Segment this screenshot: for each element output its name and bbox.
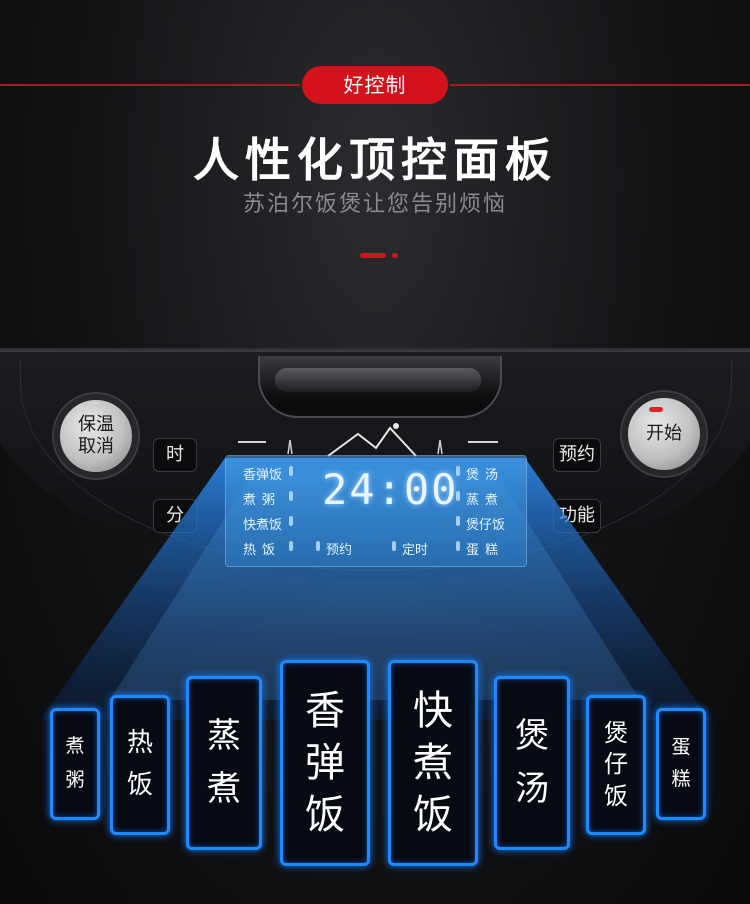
card-char: 蛋 xyxy=(671,736,691,759)
card-char: 煲 xyxy=(515,715,549,756)
mode-card-claypot-rice: 煲 仔 饭 xyxy=(586,695,646,835)
preset-button[interactable]: 预约 xyxy=(553,438,601,472)
lcd-time: 24:00 xyxy=(322,465,459,514)
minute-button[interactable]: 分 xyxy=(153,499,197,533)
mode-card-reheat: 热 饭 xyxy=(110,695,170,835)
lcd-preset-label: 预约 xyxy=(326,543,353,558)
lcd-indicator xyxy=(456,516,460,526)
page-subtitle: 苏泊尔饭煲让您告别烦恼 xyxy=(242,192,507,217)
lcd-mode-right-1: 煲汤 xyxy=(466,468,505,483)
lcd-indicator xyxy=(456,466,460,476)
header-rule-right xyxy=(450,84,750,86)
lcd-indicator xyxy=(289,541,293,551)
mountain-decoration-icon xyxy=(238,423,498,457)
page-title: 人性化顶控面板 xyxy=(193,133,557,187)
card-char: 粥 xyxy=(65,769,85,791)
mode-card-quick-rice: 快 煮 饭 xyxy=(388,660,478,866)
mode-card-steam: 蒸 煮 xyxy=(186,676,262,850)
accent-dot xyxy=(392,253,398,258)
start-label: 开始 xyxy=(646,423,682,444)
card-char: 煮 xyxy=(413,740,453,786)
keep-warm-label: 保温 xyxy=(78,414,114,435)
section-badge: 好控制 xyxy=(302,66,448,104)
cancel-label: 取消 xyxy=(78,436,114,457)
card-char: 饭 xyxy=(604,781,628,810)
lid-handle-highlight xyxy=(275,368,481,392)
card-char: 饭 xyxy=(413,792,453,838)
start-indicator-led xyxy=(649,407,663,412)
lcd-mode-left-2: 煮粥 xyxy=(243,493,282,508)
card-char: 香 xyxy=(305,688,345,734)
lcd-mode-left-4: 热饭 xyxy=(243,543,282,558)
hour-button[interactable]: 时 xyxy=(153,438,197,472)
card-char: 热 xyxy=(126,728,153,759)
card-char: 煮 xyxy=(207,769,241,809)
mode-card-congee: 煮 粥 xyxy=(50,708,100,820)
lcd-indicator xyxy=(289,466,293,476)
lcd-indicator xyxy=(456,491,460,501)
mode-card-cake: 蛋 糕 xyxy=(656,708,706,820)
card-char: 弹 xyxy=(305,740,345,786)
card-char: 煮 xyxy=(65,735,85,758)
lcd-indicator xyxy=(289,491,293,501)
card-char: 仔 xyxy=(604,750,628,779)
lcd-timer-label: 定时 xyxy=(402,543,429,558)
card-char: 煲 xyxy=(604,718,628,747)
lcd-mode-right-4: 蛋糕 xyxy=(466,543,505,558)
lcd-indicator xyxy=(316,541,320,551)
lcd-indicator xyxy=(289,516,293,526)
card-char: 快 xyxy=(413,688,453,734)
lcd-indicator xyxy=(392,541,396,551)
lcd-display xyxy=(225,455,527,567)
start-button[interactable]: 开始 xyxy=(622,392,706,476)
lcd-mode-left-1: 香弹饭 xyxy=(243,468,283,483)
lcd-mode-right-3: 煲仔饭 xyxy=(466,518,506,533)
lcd-mode-right-2: 蒸煮 xyxy=(466,493,505,508)
lcd-indicator xyxy=(456,541,460,551)
card-char: 饭 xyxy=(126,770,153,800)
accent-dash xyxy=(360,253,386,258)
keep-warm-cancel-button[interactable]: 保温 取消 xyxy=(54,394,138,478)
card-char: 蒸 xyxy=(207,715,241,756)
card-char: 饭 xyxy=(305,792,345,838)
card-char: 糕 xyxy=(671,768,691,790)
function-button[interactable]: 功能 xyxy=(553,499,601,533)
header-rule-left xyxy=(0,84,300,86)
mode-card-soup: 煲 汤 xyxy=(494,676,570,850)
lcd-mode-left-3: 快煮饭 xyxy=(243,518,283,533)
mode-card-fragrant-rice: 香 弹 饭 xyxy=(280,660,370,866)
card-char: 汤 xyxy=(515,769,549,809)
